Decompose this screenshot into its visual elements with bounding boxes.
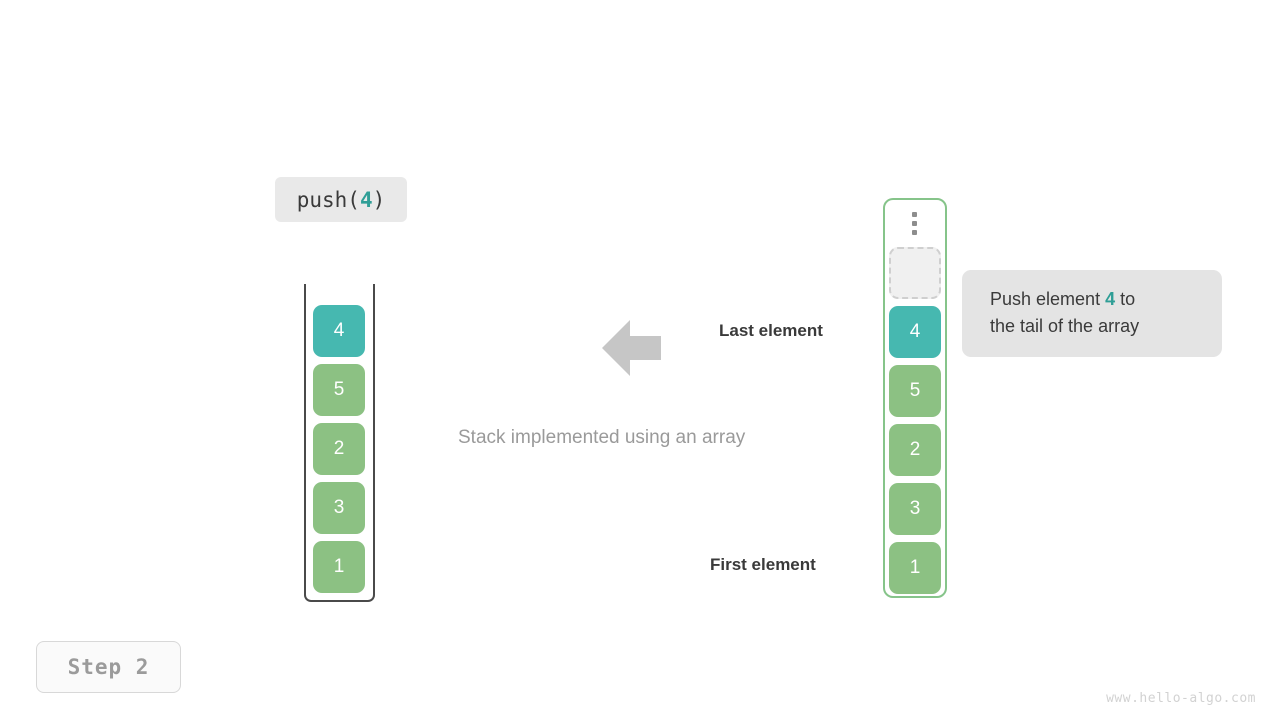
stack-item: 1: [313, 541, 365, 593]
stack-floor: [304, 584, 375, 602]
ellipsis-dot: [911, 230, 917, 235]
operation-suffix: ): [372, 187, 386, 212]
array-item: 4: [889, 306, 941, 358]
array-item-list: 4 5 2 3 1: [889, 247, 941, 594]
operation-argument: 4: [359, 187, 373, 212]
stack-item: 2: [313, 423, 365, 475]
stack-item: 4: [313, 305, 365, 357]
diagram-caption: Stack implemented using an array: [458, 427, 746, 448]
array-item: 2: [889, 424, 941, 476]
note-text-line2: the tail of the array: [990, 316, 1140, 336]
operation-prefix: push(: [296, 187, 360, 212]
stack-item: 3: [313, 482, 365, 534]
stack-wall-left: [304, 284, 306, 590]
array-item: 3: [889, 483, 941, 535]
stack-item-list: 4 5 2 3 1: [313, 305, 365, 593]
note-box: Push element 4 to the tail of the array: [962, 270, 1222, 357]
ellipsis-dot: [911, 221, 917, 226]
ellipsis-dot: [911, 212, 917, 217]
array-empty-slot: [889, 247, 941, 299]
step-badge: Step 2: [36, 641, 181, 693]
note-text-after: to: [1115, 289, 1136, 309]
array-item: 1: [889, 542, 941, 594]
stack-wall-right: [373, 284, 375, 590]
array-container: [883, 198, 947, 598]
operation-label: push(4): [275, 177, 407, 222]
note-highlight: 4: [1105, 289, 1116, 309]
label-first-element: First element: [710, 555, 816, 574]
note-text-before: Push element: [990, 289, 1106, 309]
vertical-ellipsis-icon: [910, 212, 918, 235]
arrow-left-icon: [602, 318, 662, 378]
stack-item: 5: [313, 364, 365, 416]
watermark: www.hello-algo.com: [1106, 691, 1256, 706]
array-item: 5: [889, 365, 941, 417]
label-last-element: Last element: [719, 321, 823, 340]
